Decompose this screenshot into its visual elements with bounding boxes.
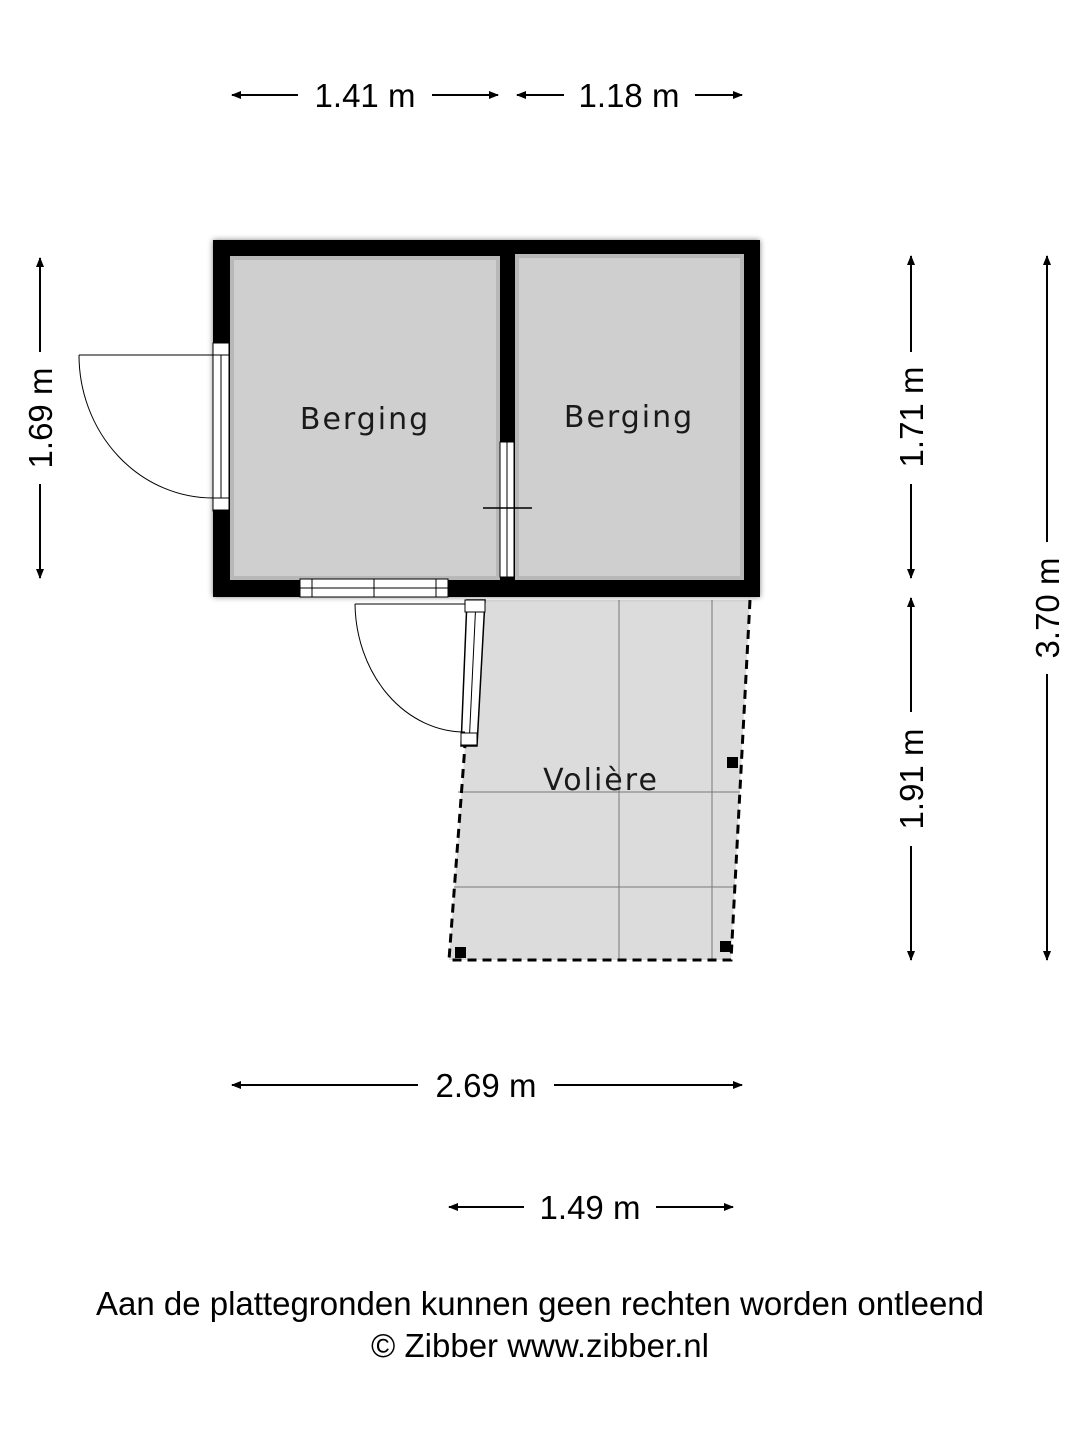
voliere-area [447,599,752,962]
room-label-voliere: Volière [543,763,659,798]
dimension-label: 1.69 m [22,368,59,469]
dimension-right-lower: 1.91 m [893,597,930,961]
dimension-label: 2.69 m [436,1067,537,1104]
dimension-bottom-width: 2.69 m [231,1067,743,1104]
dimension-label: 1.71 m [893,367,930,468]
dimension-top-right: 1.18 m [516,77,743,114]
dimension-label: 3.70 m [1029,558,1066,659]
voliere-door [354,599,486,747]
post-marker [727,757,738,768]
footer-disclaimer: Aan de plattegronden kunnen geen rechten… [95,1285,985,1322]
dimension-label: 1.18 m [579,77,680,114]
footer-copyright: © Zibber www.zibber.nl [371,1327,709,1364]
post-marker [720,941,731,952]
left-door-swing [78,354,214,499]
dimension-top-left: 1.41 m [231,77,499,114]
dimension-right-total: 3.70 m [1029,255,1066,961]
post-marker [455,947,466,958]
dimension-bottom-voliere: 1.49 m [448,1189,734,1226]
dimension-label: 1.49 m [540,1189,641,1226]
room-label-berging-right: Berging [564,400,694,435]
dimension-label: 1.91 m [893,729,930,830]
room-berging-left [232,258,498,578]
dimension-label: 1.41 m [315,77,416,114]
room-berging-right [517,256,742,578]
building [212,240,760,598]
voliere-dashed-boundary [447,599,752,962]
room-label-berging-left: Berging [300,402,430,437]
dimension-right-upper: 1.71 m [893,255,930,579]
dimension-left: 1.69 m [22,257,59,579]
